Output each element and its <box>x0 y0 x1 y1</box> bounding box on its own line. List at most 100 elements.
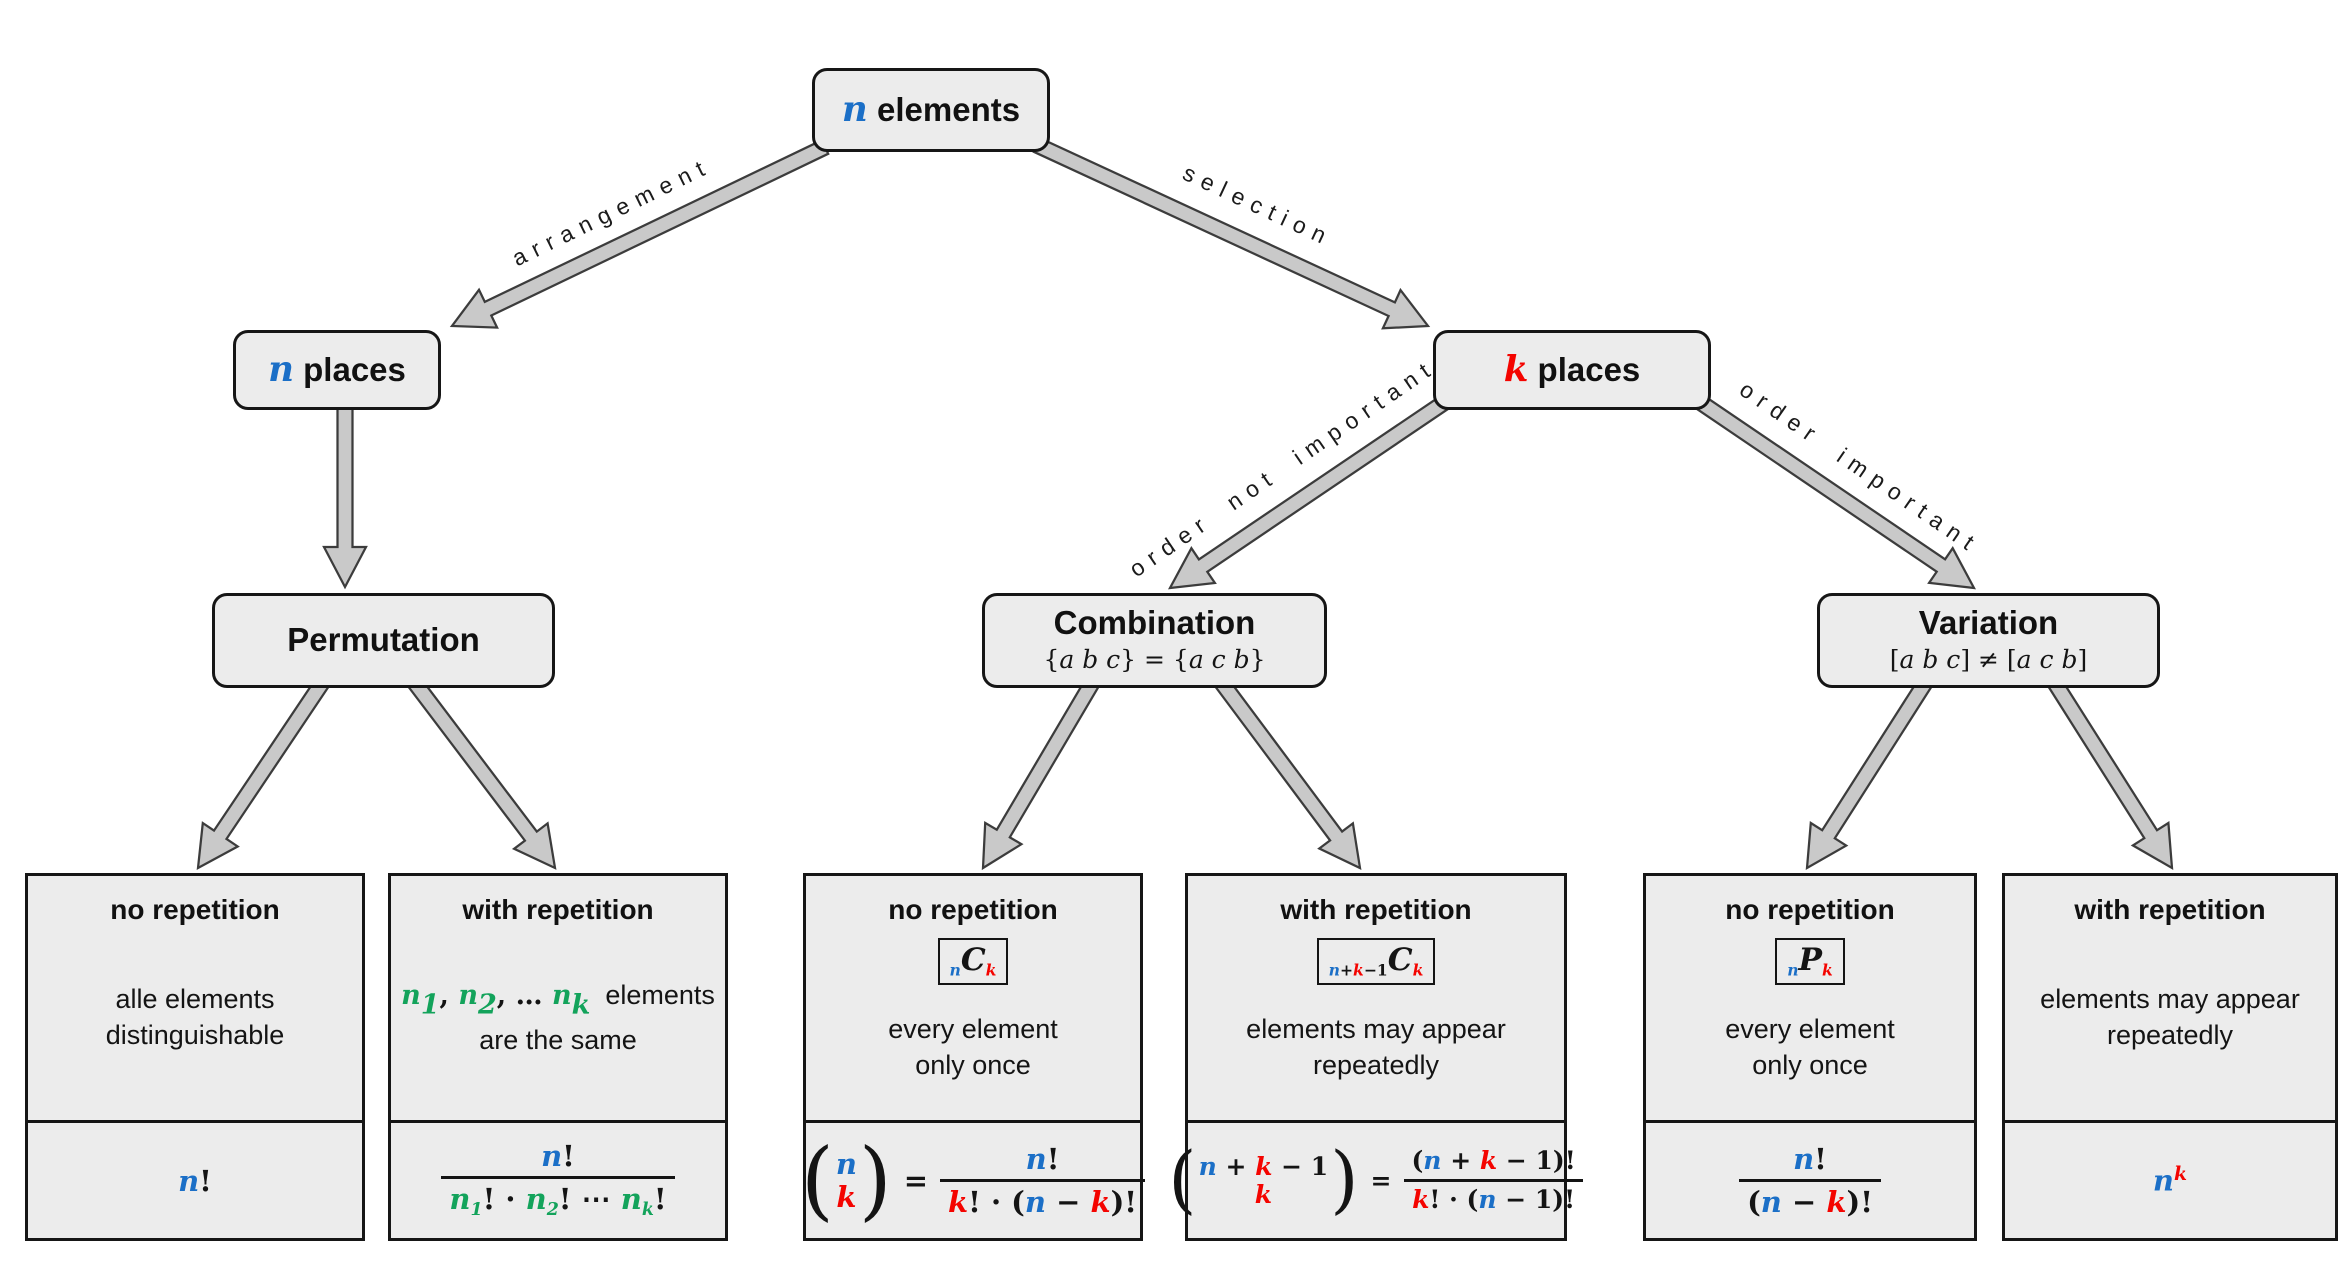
math-token: n <box>401 979 421 1011</box>
leaf-heading: with repetition <box>1280 894 1472 925</box>
math-token: k <box>836 1179 857 1214</box>
math-token: n <box>268 349 294 391</box>
math-token: k <box>1479 1146 1498 1175</box>
math-token: only once <box>915 1049 1031 1080</box>
math-token: n <box>551 979 572 1011</box>
math-token: a b c <box>1899 644 1961 674</box>
math-token: ! <box>199 1163 212 1198</box>
math-token: a c b <box>2016 644 2078 674</box>
math-token: C <box>1387 942 1413 978</box>
math-token: )! <box>1846 1185 1873 1219</box>
math-token: n <box>525 1182 547 1217</box>
math-token: C <box>960 942 986 978</box>
math-token: k <box>641 1200 654 1221</box>
math-token: k <box>1090 1185 1111 1219</box>
leaf-description: every element only once <box>1646 985 1974 1120</box>
math-token: ] <box>2077 644 2088 674</box>
connector-arrow-variation-left <box>1805 677 1933 871</box>
math-token: + <box>1339 960 1354 980</box>
math-token: are the same <box>479 1024 637 1055</box>
node-subtitle: {a b c} = {a c b} <box>1043 645 1265 675</box>
leaf-formula: n!(n − k)! <box>1646 1120 1974 1238</box>
math-token: elements <box>590 979 715 1010</box>
math-token: every element <box>1725 1014 1895 1045</box>
connector-arrow-order-not-important <box>1167 392 1454 590</box>
math-token: ( <box>1747 1185 1761 1219</box>
math-token: n <box>1024 1185 1046 1219</box>
connector-arrow-n-places-to-permutation <box>322 403 368 590</box>
formula-symbol-badge: nCk <box>937 938 1009 986</box>
leaf-heading: no repetition <box>888 894 1058 925</box>
description-line: distinguishable <box>28 1018 362 1054</box>
math-token: k <box>985 960 997 980</box>
math-token: ! · ( <box>968 1185 1025 1219</box>
math-token: − <box>1781 1185 1827 1219</box>
formula-symbol-badge: n+k−1Ck <box>1316 938 1436 986</box>
math-token: repeatedly <box>2106 1020 2234 1050</box>
math-token: − 1 <box>1496 1185 1553 1214</box>
math-token: ! <box>653 1182 667 1217</box>
math-token: )! <box>1552 1146 1576 1175</box>
formula-symbol-badge: nPk <box>1775 938 1845 986</box>
node-title: Variation <box>1919 605 2058 641</box>
math-token: k <box>1821 960 1833 980</box>
description-line: alle elements <box>28 982 362 1018</box>
math-token: n <box>835 1147 857 1182</box>
leaf-heading: no repetition <box>110 894 280 925</box>
math-token: n <box>1025 1141 1047 1176</box>
math-token: )! <box>1110 1185 1138 1219</box>
math-token: ! ⋯ <box>558 1182 621 1217</box>
math-token: k <box>1412 960 1424 980</box>
description-line: are the same <box>391 1023 725 1059</box>
math-token: } <box>1249 644 1266 674</box>
math-token: places <box>293 351 406 389</box>
description-line: elements may appear <box>1188 1012 1564 1048</box>
math-token: , <box>439 979 459 1011</box>
math-token: a b c <box>1059 644 1121 674</box>
math-token: { <box>1043 644 1060 674</box>
math-token: k <box>948 1185 969 1219</box>
description-line: n1, n2, … nk elements <box>391 978 725 1023</box>
math-token: ! · <box>482 1182 526 1217</box>
math-token: only once <box>1752 1049 1868 1080</box>
description-line: elements may appear <box>2005 982 2335 1018</box>
math-token: n <box>541 1138 563 1173</box>
math-token: − 1 <box>1497 1146 1553 1175</box>
description-line: repeatedly <box>1188 1048 1564 1084</box>
math-token: k <box>1255 1151 1273 1181</box>
connector-arrow-combination-left <box>981 677 1101 871</box>
equals-sign: = <box>903 1163 929 1198</box>
math-token: 1 <box>420 989 440 1021</box>
node-k-places: k places <box>1433 330 1711 410</box>
description-line: repeatedly <box>2005 1018 2335 1054</box>
math-token: + <box>1441 1146 1480 1175</box>
node-subtitle: [a b c] ≠ [a c b] <box>1890 645 2088 675</box>
math-token: elements <box>867 91 1021 129</box>
math-token: k <box>1826 1185 1847 1219</box>
node-title: Permutation <box>287 622 480 658</box>
connector-arrow-combination-right <box>1214 676 1362 870</box>
math-token: + <box>1216 1151 1256 1181</box>
node-combination: Combination {a b c} = {a c b} <box>982 593 1327 688</box>
connector-arrow-arrangement <box>449 138 830 329</box>
node-permutation: Permutation <box>212 593 555 688</box>
node-title: k places <box>1504 351 1641 388</box>
equals-sign: = <box>1370 1166 1392 1195</box>
math-token: a c b <box>1188 644 1250 674</box>
math-token: ] ≠ [ <box>1960 644 2017 674</box>
math-token: k <box>1254 1179 1273 1209</box>
leaf-formula: n! <box>28 1120 362 1238</box>
math-token: } = { <box>1120 644 1189 674</box>
math-token: n <box>1423 1146 1442 1175</box>
math-token: elements may appear <box>1246 1014 1506 1045</box>
